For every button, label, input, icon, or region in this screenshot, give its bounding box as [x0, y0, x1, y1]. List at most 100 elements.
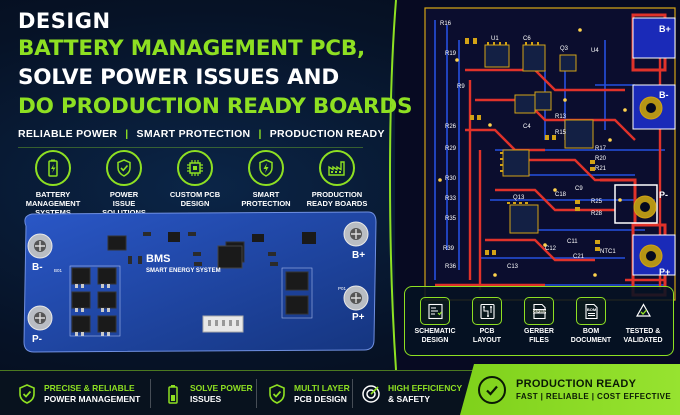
target-icon: [362, 384, 380, 403]
deliverable-label: BOM DOCUMENT: [570, 328, 612, 344]
silk-r9: R9: [457, 84, 465, 90]
board-title: BMS: [146, 253, 170, 265]
silk-u1: U1: [491, 36, 499, 42]
deliverable-gerber: GERBER GERBER FILES: [514, 297, 564, 345]
board-ref: P01: [338, 286, 347, 291]
silk-r19: R19: [445, 51, 457, 57]
board-ref: B01: [54, 268, 63, 273]
bottom-line-1: MULTI LAYER: [294, 382, 350, 393]
feature-battery-management: BATTERY MANAGEMENT SYSTEMS: [20, 150, 86, 225]
schematic-icon: [420, 297, 450, 325]
deliverable-bom: BOM BOM DOCUMENT: [566, 297, 616, 345]
silk-r21: R21: [595, 166, 607, 172]
silk-c18: C18: [555, 192, 567, 198]
silk-r26: R26: [445, 124, 457, 130]
feature-power-issue: POWER ISSUE SOLUTIONS: [91, 150, 157, 225]
feature-label: SMART PROTECTION: [241, 190, 291, 208]
silk-r25: R25: [591, 199, 603, 205]
silk-q3: Q3: [560, 46, 569, 52]
bottom-line-1: HIGH EFFICIENCY: [388, 382, 463, 393]
headline-line-4: DO PRODUCTION READY BOARDS: [18, 94, 413, 119]
deliverable-pcb-layout: PCB LAYOUT: [462, 297, 512, 345]
silk-u4: U4: [591, 48, 599, 54]
divider: [150, 379, 151, 408]
feature-label: POWER ISSUE SOLUTIONS: [102, 190, 146, 217]
deliverable-label: SCHEMATIC DESIGN: [414, 328, 456, 344]
gerber-badge: GERBER: [532, 309, 547, 313]
accent-edge: [389, 0, 397, 370]
silk-c6: C6: [523, 36, 531, 42]
silk-r16: R16: [440, 21, 452, 27]
pcb-layout-icon: [472, 297, 502, 325]
pad-label-bminus: B-: [659, 90, 669, 100]
board-pad-label: B-: [32, 262, 43, 273]
shield-check-icon: [19, 383, 35, 404]
tagline-item: PRODUCTION READY: [269, 128, 385, 140]
bolt-shield-icon: [248, 150, 284, 186]
bom-badge: BOM: [586, 307, 596, 312]
silk-c13: C13: [507, 264, 519, 270]
gerber-file-icon: GERBER: [524, 297, 554, 325]
board-pad-label: P-: [32, 334, 42, 345]
headline-line-1: DESIGN: [18, 9, 111, 33]
tagline: RELIABLE POWER | SMART PROTECTION | PROD…: [18, 123, 385, 145]
silk-r35: R35: [445, 216, 457, 222]
bottom-line-1: SOLVE POWER: [190, 382, 253, 393]
silk-r33: R33: [445, 196, 457, 202]
board-subtitle: SMART ENERGY SYSTEM: [146, 268, 221, 274]
silk-r20: R20: [595, 156, 607, 162]
deliverable-label: GERBER FILES: [524, 328, 554, 344]
divider: [18, 147, 363, 148]
feature-production-ready: PRODUCTION READY BOARDS: [304, 150, 370, 225]
bottom-line-2: POWER MANAGEMENT: [44, 393, 141, 404]
headline: DESIGN BATTERY MANAGEMENT PCB, SOLVE POW…: [18, 8, 418, 121]
silk-r36: R36: [445, 264, 457, 270]
bottom-line-1: PRECISE & RELIABLE: [44, 382, 135, 393]
headline-line-3: SOLVE POWER ISSUES AND: [18, 65, 339, 90]
bom-document-icon: BOM: [576, 297, 606, 325]
factory-icon: [319, 150, 355, 186]
silk-r13: R13: [555, 114, 567, 120]
production-ready-badge: PRODUCTION READY FAST | RELIABLE | COST …: [460, 364, 680, 415]
silk-r28: R28: [591, 211, 603, 217]
silk-c9: C9: [575, 186, 583, 192]
deliverable-label: TESTED & VALIDATED: [623, 328, 663, 344]
bottom-line-2: PCB DESIGN: [294, 393, 347, 404]
feature-row: BATTERY MANAGEMENT SYSTEMS POWER ISSUE S…: [20, 150, 370, 225]
silk-c11: C11: [567, 239, 578, 245]
tagline-item: RELIABLE POWER: [18, 128, 118, 140]
silk-r15: R15: [555, 130, 567, 136]
pad-label-bplus: B+: [659, 24, 671, 34]
tagline-separator: |: [125, 128, 129, 140]
shield-bolt-icon: [106, 150, 142, 186]
silk-r29: R29: [445, 146, 457, 152]
divider: [352, 379, 353, 408]
deliverables-panel: SCHEMATIC DESIGN PCB LAYOUT GERBER GERBE…: [404, 286, 674, 356]
feature-custom-pcb: CUSTOM PCB DESIGN: [162, 150, 228, 225]
bms-board-render: B- B+ P- P+ BMS SMART ENERGY SYSTEM B01 …: [18, 211, 380, 354]
tagline-item: SMART PROTECTION: [136, 128, 251, 140]
deliverable-schematic: SCHEMATIC DESIGN: [410, 297, 460, 345]
deliverable-tested: TESTED & VALIDATED: [618, 297, 668, 345]
feature-label: CUSTOM PCB DESIGN: [169, 190, 221, 208]
pad-label-pplus: P+: [659, 267, 670, 277]
silk-c4: C4: [523, 124, 531, 130]
bottom-line-2: & SAFETY: [388, 393, 431, 404]
silk-q13: Q13: [513, 195, 525, 201]
recycle-check-icon: [628, 297, 658, 325]
pad-label-pminus: P-: [659, 190, 668, 200]
check-circle-icon: [478, 375, 506, 404]
silk-r30: R30: [445, 176, 457, 182]
chip-icon: [177, 150, 213, 186]
production-subtitle: FAST | RELIABLE | COST EFFECTIVE: [516, 392, 672, 401]
feature-label: PRODUCTION READY BOARDS: [306, 190, 368, 208]
board-pad-label: B+: [352, 250, 365, 261]
feature-smart-protection: SMART PROTECTION: [233, 150, 299, 225]
shield-check-icon: [269, 383, 285, 404]
silk-ntc1: NTC1: [600, 249, 616, 255]
divider: [256, 379, 257, 408]
silk-c12: C12: [545, 246, 557, 252]
